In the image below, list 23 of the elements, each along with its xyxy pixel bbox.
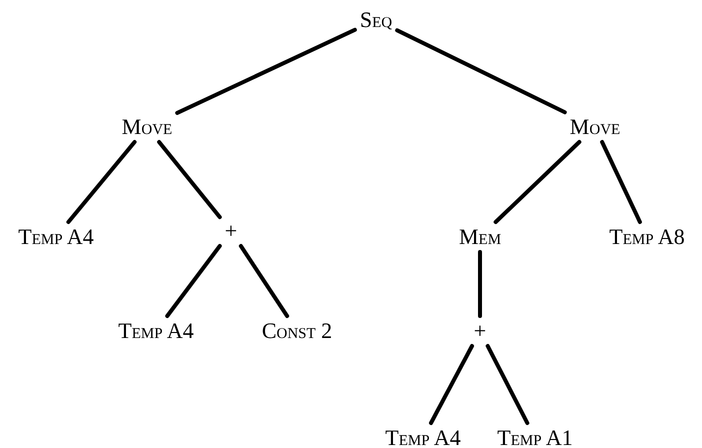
- tree-edge: [494, 140, 582, 224]
- tree-edge: [478, 250, 482, 318]
- tree-edge: [165, 244, 222, 318]
- node-label: Const 2: [260, 319, 334, 343]
- node-label: Seq: [358, 8, 394, 32]
- node-label: +: [472, 319, 488, 343]
- tree-edge: [429, 344, 474, 425]
- tree-edge: [175, 28, 357, 115]
- tree-edge: [157, 140, 222, 220]
- node-label: Move: [568, 115, 622, 139]
- tree-edge: [66, 140, 137, 224]
- node-label: Temp A4: [116, 319, 196, 343]
- node-label: Temp A4: [383, 426, 463, 448]
- node-label: +: [222, 219, 240, 243]
- node-label: Temp A8: [607, 225, 687, 249]
- tree-edge: [238, 244, 290, 318]
- node-label: Temp A4: [16, 225, 96, 249]
- node-label: Mem: [456, 225, 504, 249]
- tree-edge: [395, 28, 567, 114]
- node-label: Move: [120, 115, 174, 139]
- tree-edge: [600, 140, 642, 224]
- tree-edge: [486, 344, 530, 425]
- node-label: Temp A1: [495, 426, 575, 448]
